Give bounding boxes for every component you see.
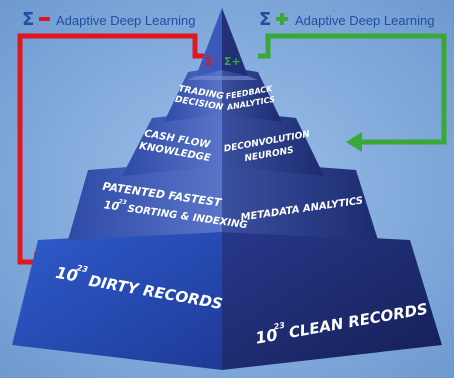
apex-sigma-plus: Σ+ (224, 55, 241, 68)
dirty-exp: 23 (76, 263, 89, 274)
green-feedback-arrow (258, 33, 447, 152)
dirty-num: 10 (54, 263, 79, 286)
header-left-text: Adaptive Deep Learning (56, 13, 196, 28)
clean-exp: 23 (273, 321, 286, 332)
header-left: Σ Adaptive Deep Learning (22, 9, 196, 30)
level2-right-face (222, 110, 324, 176)
base-right-face (222, 230, 442, 370)
level3-right-face (222, 160, 378, 240)
level2-left-face (122, 110, 222, 176)
minus-icon (39, 17, 50, 21)
svg-text:Σ+: Σ+ (224, 55, 241, 68)
sorting-num: 10 (103, 198, 120, 213)
base-left-face (12, 230, 222, 370)
header-right-text: Adaptive Deep Learning (295, 13, 435, 28)
level3-left-face (68, 160, 222, 240)
apex-right-face (222, 8, 248, 76)
pyramid (12, 8, 442, 370)
clean-num: 10 (254, 325, 279, 348)
plus-icon (276, 13, 288, 25)
svg-text:Σ-: Σ- (205, 55, 217, 68)
apex-sigma-minus: Σ- (205, 55, 217, 68)
sigma-icon: Σ (259, 9, 271, 30)
ledge (188, 76, 258, 80)
apex-left-face (196, 8, 222, 76)
sorting-exp: 23 (118, 198, 127, 206)
sigma-icon: Σ (22, 9, 34, 30)
header-right: Σ Adaptive Deep Learning (259, 9, 435, 30)
